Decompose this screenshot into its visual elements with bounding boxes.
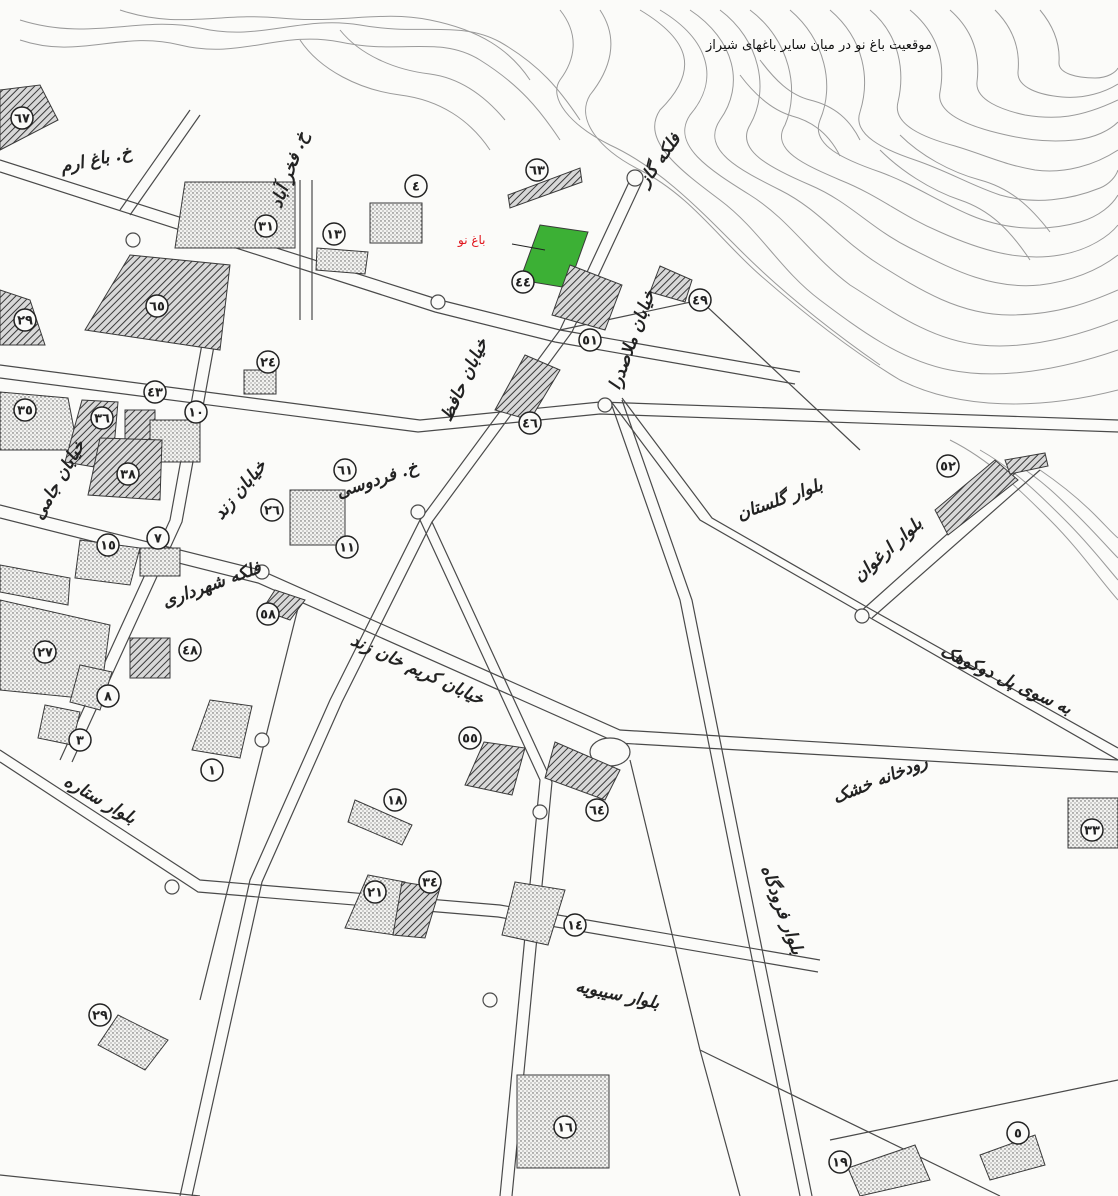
roundabouts — [125, 169, 870, 1008]
terrain-contours — [19, 9, 1118, 601]
parcel-marker-label: ١ — [208, 764, 216, 779]
parcel-marker: ٥٥ — [458, 726, 482, 750]
parcel-marker: ٣ — [68, 728, 92, 752]
bagh-no-label: باغ نو — [458, 233, 486, 247]
parcel-marker: ٢٤ — [256, 350, 280, 374]
parcel-marker-label: ٦٧ — [14, 112, 30, 127]
parcel-marker-label: ٣ — [76, 734, 84, 749]
parcel-marker: ٦٤ — [585, 798, 609, 822]
parcel-marker-label: ٦٥ — [149, 300, 165, 315]
parcel-marker-label: ٨ — [104, 690, 112, 705]
parcel-marker-label: ٣٥ — [17, 404, 33, 419]
parcel-marker: ٦١ — [333, 458, 357, 482]
parcel-marker-label: ٢٦ — [264, 504, 280, 519]
parcel-marker: ٢٩ — [88, 1003, 112, 1027]
parcel-marker: ٥ — [1006, 1121, 1030, 1145]
parcel-marker-label: ٤٤ — [515, 276, 531, 291]
parcel-marker-label: ٤٦ — [522, 417, 538, 432]
parcel-marker: ٣١ — [254, 214, 278, 238]
parcel-marker-label: ١٥ — [100, 539, 116, 554]
callout-leader — [511, 243, 546, 251]
parcel-marker: ٨ — [96, 684, 120, 708]
parcel-marker-label: ٥٥ — [462, 732, 478, 747]
parcel-marker: ٤٨ — [178, 638, 202, 662]
parcel-marker: ٢٧ — [33, 640, 57, 664]
parcel-marker: ٥٨ — [256, 602, 280, 626]
parcel-marker: ١٥ — [96, 533, 120, 557]
parcel-marker-label: ٣٦ — [94, 412, 110, 427]
parcel-marker: ٤ — [404, 174, 428, 198]
parcel-marker: ١٣ — [322, 222, 346, 246]
parcel-marker-label: ٥٨ — [260, 608, 276, 623]
garden-parcels — [0, 84, 1118, 1196]
parcel-marker: ٢١ — [363, 880, 387, 904]
parcel-marker: ١ — [200, 758, 224, 782]
parcel-marker: ٦٣ — [525, 158, 549, 182]
parcel-marker: ٢٦ — [260, 498, 284, 522]
parcel-marker: ٤٣ — [143, 380, 167, 404]
parcel-marker-label: ١٤ — [567, 919, 583, 934]
parcel-marker: ٣٨ — [116, 462, 140, 486]
parcel-marker-label: ٤٨ — [182, 644, 198, 659]
parcel-marker: ٥٢ — [936, 454, 960, 478]
parcel-marker: ١٤ — [563, 913, 587, 937]
map-title: موقعیت باغ نو در میان سایر باغهای شیراز — [706, 38, 932, 53]
road-network — [0, 109, 1118, 1196]
parcel-marker: ٤٦ — [518, 411, 542, 435]
parcel-marker-label: ٥١ — [582, 334, 598, 349]
parcel-marker-label: ٦٤ — [589, 804, 605, 819]
parcel-marker: ٤٤ — [511, 270, 535, 294]
parcel-marker: ٣٤ — [418, 870, 442, 894]
parcel-marker: ٣٣ — [1080, 818, 1104, 842]
parcel-marker: ١٦ — [553, 1115, 577, 1139]
parcel-marker-label: ٣٤ — [422, 876, 438, 891]
parcel-marker-label: ٣١ — [258, 220, 274, 235]
parcel-marker: ١٩ — [828, 1150, 852, 1174]
parcel-marker-label: ١٦ — [557, 1121, 573, 1136]
parcel-marker: ٣٥ — [13, 398, 37, 422]
parcel-marker-label: ٦٣ — [529, 164, 545, 179]
parcel-marker-label: ١٠ — [188, 406, 204, 421]
parcel-marker-label: ١٣ — [326, 228, 342, 243]
parcel-marker: ٥١ — [578, 328, 602, 352]
parcel-marker-label: ٣٨ — [120, 468, 136, 483]
parcel-marker-label: ٢٤ — [260, 356, 276, 371]
parcel-marker-label: ٢٩ — [92, 1009, 108, 1024]
parcel-marker: ٧ — [146, 526, 170, 550]
parcel-marker-label: ٣٣ — [1084, 824, 1100, 839]
parcel-marker-label: ٤٩ — [692, 294, 708, 309]
parcel-marker: ٤٩ — [688, 288, 712, 312]
parcel-marker-label: ٢٧ — [37, 646, 53, 661]
parcel-marker-label: ٤٣ — [147, 386, 163, 401]
parcel-marker-label: ١٨ — [387, 794, 403, 809]
parcel-marker: ٢٩ — [13, 308, 37, 332]
parcel-marker: ٦٥ — [145, 294, 169, 318]
parcel-marker-label: ٢١ — [367, 886, 383, 901]
parcel-marker: ٦٧ — [10, 106, 34, 130]
parcel-marker: ١٠ — [184, 400, 208, 424]
parcel-marker-label: ٥٢ — [940, 460, 956, 475]
parcel-marker-label: ٤ — [412, 180, 420, 195]
parcel-marker: ٣٦ — [90, 406, 114, 430]
parcel-marker-label: ٥ — [1014, 1127, 1022, 1142]
parcel-marker-label: ٧ — [154, 532, 162, 547]
parcel-marker-label: ١٩ — [832, 1156, 848, 1171]
parcel-marker: ١١ — [335, 535, 359, 559]
parcel-marker-label: ١١ — [339, 541, 355, 556]
parcel-marker-label: ٦١ — [337, 464, 353, 479]
parcel-marker: ١٨ — [383, 788, 407, 812]
parcel-marker-label: ٢٩ — [17, 314, 33, 329]
